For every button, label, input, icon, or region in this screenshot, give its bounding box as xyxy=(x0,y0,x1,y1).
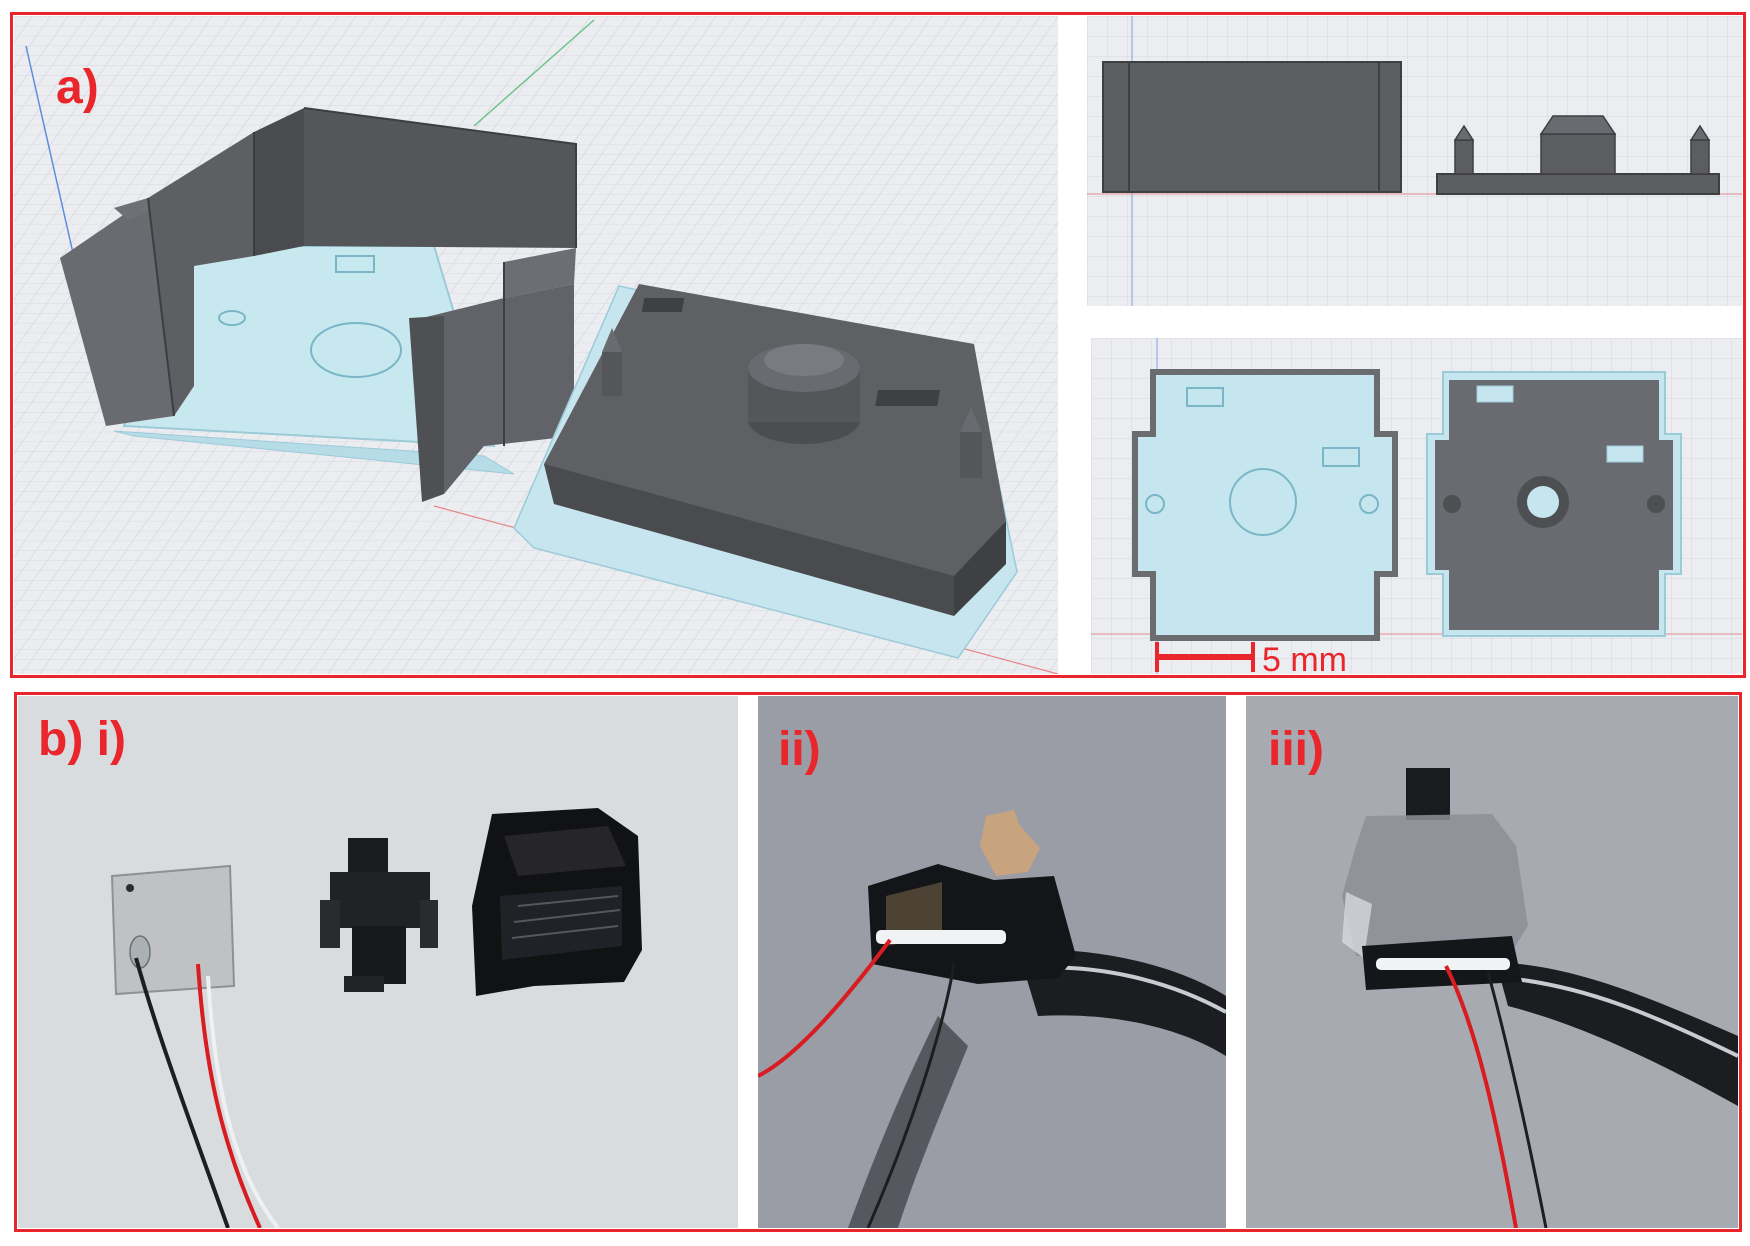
thermocouple-pad xyxy=(110,864,280,1228)
photo-assembly-ii xyxy=(758,696,1226,1228)
cad-lid-3d xyxy=(513,284,1018,659)
printed-housing xyxy=(472,808,642,996)
photo-assembly-ii-svg xyxy=(758,696,1226,1228)
photo-components-svg xyxy=(18,696,738,1228)
photo-assembly-iii-svg xyxy=(1246,696,1738,1228)
cad-isometric-svg xyxy=(14,16,1058,674)
scale-bar-label: 5 mm xyxy=(1262,641,1347,679)
cad-housing-3d xyxy=(60,107,577,502)
cad-side-elevation xyxy=(1087,16,1742,306)
cad-top-view xyxy=(1091,338,1742,674)
scale-bar xyxy=(1157,654,1253,660)
key-stem xyxy=(320,838,438,992)
panel-a-frame xyxy=(10,12,1746,678)
cad-isometric-view xyxy=(14,16,1058,674)
photo-assembly-iii xyxy=(1246,696,1738,1228)
panel-b-ii-label: ii) xyxy=(778,723,821,776)
side-elevation xyxy=(1087,16,1742,306)
top-view xyxy=(1091,338,1742,674)
panel-b-iii-label: iii) xyxy=(1268,723,1324,776)
panel-b-frame xyxy=(14,692,1742,1232)
photo-components xyxy=(18,696,738,1228)
panel-b-i-label: b) i) xyxy=(38,713,126,766)
panel-a-label: a) xyxy=(56,61,99,114)
tweezers xyxy=(848,949,1226,1228)
